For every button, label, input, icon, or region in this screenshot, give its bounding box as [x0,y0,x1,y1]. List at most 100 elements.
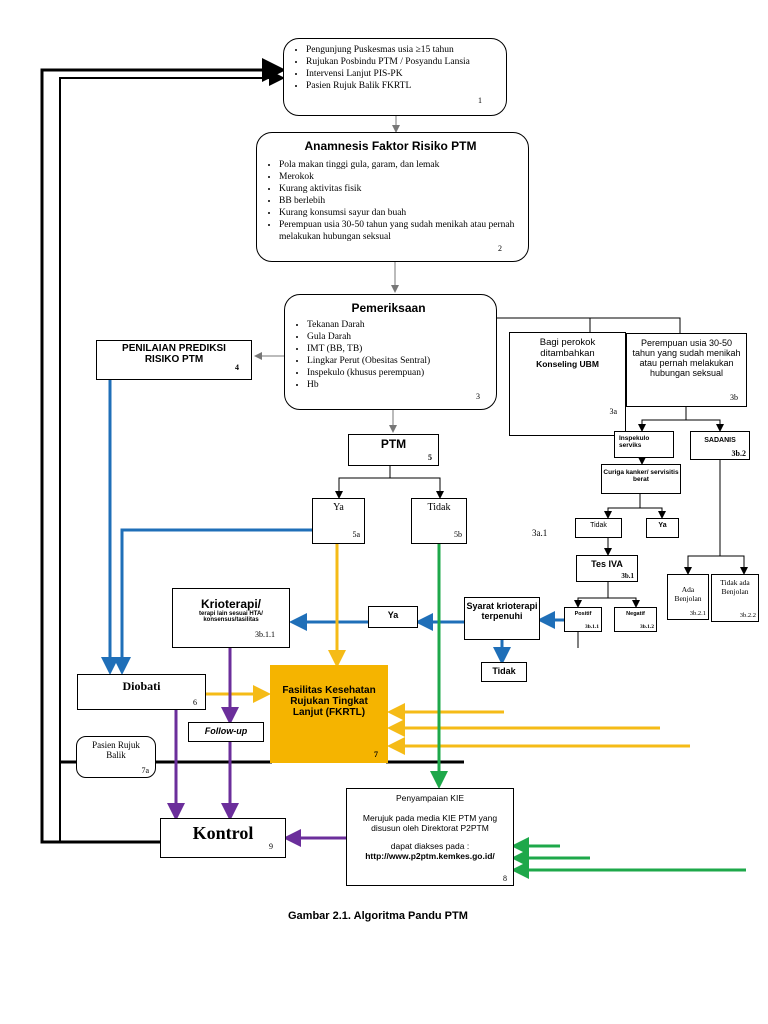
pemeriksaan-item: Lingkar Perut (Obesitas Sentral) [307,355,492,367]
tidak-ada-benjolan-label: Tidak ada Benjolan [720,578,750,596]
ptm-tidak-label: Tidak [427,502,451,513]
kie-title: Penyampaian KIE [395,793,465,803]
positif-box: Positif 3b.1.1 [564,607,602,632]
step-number: 9 [269,842,273,851]
kontrol-box: Kontrol 9 [160,818,286,858]
krioterapi-tidak-box: Tidak [481,662,527,682]
konseling-ubm-text: Bagi perokok ditambahkan [539,337,596,359]
tes-iva-box: Tes IVA 3b.1 [576,555,638,582]
inspekulo-serviks-label: Inspekulo serviks [619,435,650,449]
figure-caption: Gambar 2.1. Algoritma Pandu PTM [288,910,468,922]
negatif-box: Negatif 3b.1.2 [614,607,657,632]
anamnesis-item: BB berlebih [279,195,524,207]
follow-up-label: Follow-up [204,726,248,736]
krioterapi-ya-label: Ya [387,610,399,620]
ada-benjolan-label: Ada Benjolan [674,585,702,603]
kie-text: Merujuk pada media KIE PTM yang disusun … [362,813,498,833]
anamnesis-box: Anamnesis Faktor Risiko PTM Pola makan t… [256,132,529,262]
step-number: 8 [503,874,507,883]
pemeriksaan-item: Gula Darah [307,331,492,343]
diobati-label: Diobati [122,679,161,693]
entry-criteria-list: Pengunjung Puskesmas usia ≥15 tahun Ruju… [284,44,500,92]
step-number: 3b.1 [621,572,634,580]
pemeriksaan-box: Pemeriksaan Tekanan Darah Gula Darah IMT… [284,294,497,410]
entry-item: Pasien Rujuk Balik FKRTL [306,80,500,92]
step-number: 2 [498,244,502,253]
inspekulo-serviks-box: Inspekulo serviks [614,431,674,458]
step-number: 4 [235,363,239,372]
curiga-kanker-label: Curiga kanker/ servisitis berat [603,469,679,483]
syarat-krioterapi-label: Syarat krioterapi terpenuhi [466,601,538,621]
pemeriksaan-item: Hb [307,379,492,391]
curiga-kanker-box: Curiga kanker/ servisitis berat [601,464,681,494]
sadanis-label: SADANIS [704,437,736,444]
pemeriksaan-title: Pemeriksaan [351,301,426,315]
krioterapi-title: Krioterapi/ [200,597,261,611]
step-number: 5b [454,530,462,539]
step-number: 3b.1.2 [639,624,654,630]
ptm-title: PTM [380,437,407,451]
ptm-tidak-box: Tidak 5b [411,498,467,544]
krioterapi-ya-box: Ya [368,606,418,628]
konseling-ubm-box: Bagi perokok ditambahkan Konseling UBM 3… [509,332,626,436]
sadanis-box: SADANIS 3b.2 [690,431,750,460]
curiga-ya-box: Ya [646,518,679,538]
fkrtl-label: Fasilitas Kesehatan Rujukan Tingkat Lanj… [282,685,376,718]
anamnesis-item: Kurang konsumsi sayur dan buah [279,207,524,219]
pemeriksaan-item: IMT (BB, TB) [307,343,492,355]
penilaian-prediksi-title: PENILAIAN PREDIKSI RISIKO PTM [122,343,226,365]
step-number: 1 [478,96,482,105]
step-number: 5a [352,530,360,539]
perempuan-criteria-box: Perempuan usia 30-50 tahun yang sudah me… [626,333,747,407]
perempuan-criteria-text: Perempuan usia 30-50 tahun yang sudah me… [632,338,741,378]
curiga-ya-label: Ya [658,522,667,529]
pemeriksaan-list: Tekanan Darah Gula Darah IMT (BB, TB) Li… [285,319,492,391]
fkrtl-box: Fasilitas Kesehatan Rujukan Tingkat Lanj… [270,665,388,763]
anamnesis-item: Pola makan tinggi gula, garam, dan lemak [279,159,524,171]
pasien-rujuk-balik-box: Pasien Rujuk Balik 7a [76,736,156,778]
penyampaian-kie-box: Penyampaian KIE Merujuk pada media KIE P… [346,788,514,886]
pemeriksaan-item: Tekanan Darah [307,319,492,331]
step-label-3a1: 3a.1 [532,528,548,538]
step-number: 3a [609,407,617,416]
step-number: 3b [730,393,738,402]
kie-sub: dapat diakses pada : [390,841,470,851]
step-number: 3b.2.1 [689,610,706,617]
pemeriksaan-item: Inspekulo (khusus perempuan) [307,367,492,379]
konseling-ubm-label: Konseling UBM [536,359,599,369]
step-number: 3b.1.1 [584,624,599,630]
pasien-rujuk-balik-label: Pasien Rujuk Balik [92,740,140,760]
step-number: 6 [193,698,197,707]
positif-label: Positif [574,611,592,617]
step-number: 3 [476,392,480,401]
krioterapi-subtitle: terapi lain sesuai HTA/ konsensus/tasili… [199,611,263,623]
krioterapi-tidak-label: Tidak [492,666,516,676]
anamnesis-item: Kurang aktivitas fisik [279,183,524,195]
step-number: 3b.2 [731,449,746,458]
penilaian-prediksi-box: PENILAIAN PREDIKSI RISIKO PTM 4 [96,340,252,380]
anamnesis-list: Pola makan tinggi gula, garam, dan lemak… [257,159,524,243]
tes-iva-label: Tes IVA [591,559,623,569]
entry-item: Rujukan Posbindu PTM / Posyandu Lansia [306,56,500,68]
step-number: 3b.1.1 [255,630,275,639]
entry-criteria-box: Pengunjung Puskesmas usia ≥15 tahun Ruju… [283,38,507,116]
tidak-ada-benjolan-box: Tidak ada Benjolan 3b.2.2 [711,574,759,622]
anamnesis-title: Anamnesis Faktor Risiko PTM [304,139,477,153]
step-number: 7 [374,750,378,759]
entry-item: Intervensi Lanjut PIS-PK [306,68,500,80]
ptm-ya-box: Ya 5a [312,498,365,544]
curiga-tidak-label: Tidak [590,522,607,529]
curiga-tidak-box: Tidak [575,518,622,538]
kie-url-link[interactable]: http://www.p2ptm.kemkes.go.id/ [365,851,495,861]
diobati-box: Diobati 6 [77,674,206,710]
ada-benjolan-box: Ada Benjolan 3b.2.1 [667,574,709,620]
ptm-box: PTM 5 [348,434,439,466]
step-number: 3b.2.2 [739,612,756,619]
entry-item: Pengunjung Puskesmas usia ≥15 tahun [306,44,500,56]
follow-up-box: Follow-up [188,722,264,742]
anamnesis-item: Merokok [279,171,524,183]
step-number: 5 [428,453,432,462]
step-number: 7a [141,766,149,775]
anamnesis-item: Perempuan usia 30-50 tahun yang sudah me… [279,219,524,243]
